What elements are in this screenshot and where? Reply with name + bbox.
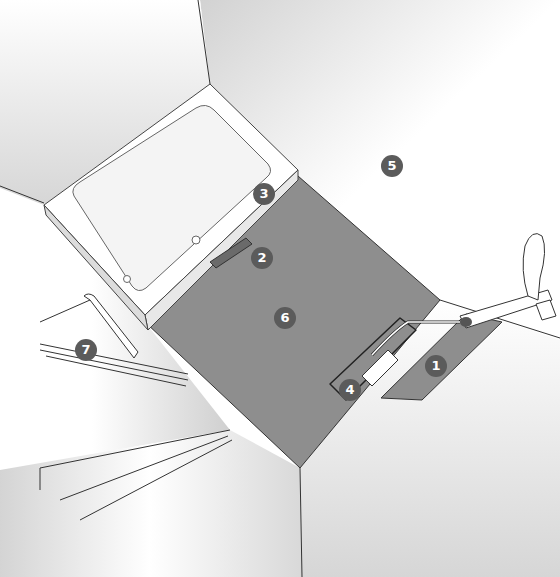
shower-hose bbox=[372, 322, 460, 355]
callout-number: 6 bbox=[274, 307, 296, 329]
callout-number: 4 bbox=[339, 379, 361, 401]
callout-number: 2 bbox=[251, 247, 273, 269]
tub-drain bbox=[192, 236, 200, 244]
shower-holder bbox=[536, 300, 556, 320]
towel-bar bbox=[40, 294, 188, 386]
apron-handle bbox=[210, 238, 252, 268]
callout-number: 7 bbox=[75, 339, 97, 361]
drain-trap bbox=[362, 350, 398, 386]
tub-overflow bbox=[124, 276, 131, 283]
front-wall bbox=[0, 430, 300, 577]
bathtub-basin bbox=[73, 105, 271, 290]
drain-channel bbox=[330, 318, 416, 400]
shower-head bbox=[523, 234, 544, 300]
callout-number: 1 bbox=[425, 355, 447, 377]
callout-number: 3 bbox=[253, 183, 275, 205]
bathtub-rim bbox=[44, 84, 298, 315]
shower-hose bbox=[372, 322, 460, 355]
shower-mount bbox=[460, 317, 472, 327]
callout-number: 5 bbox=[381, 155, 403, 177]
